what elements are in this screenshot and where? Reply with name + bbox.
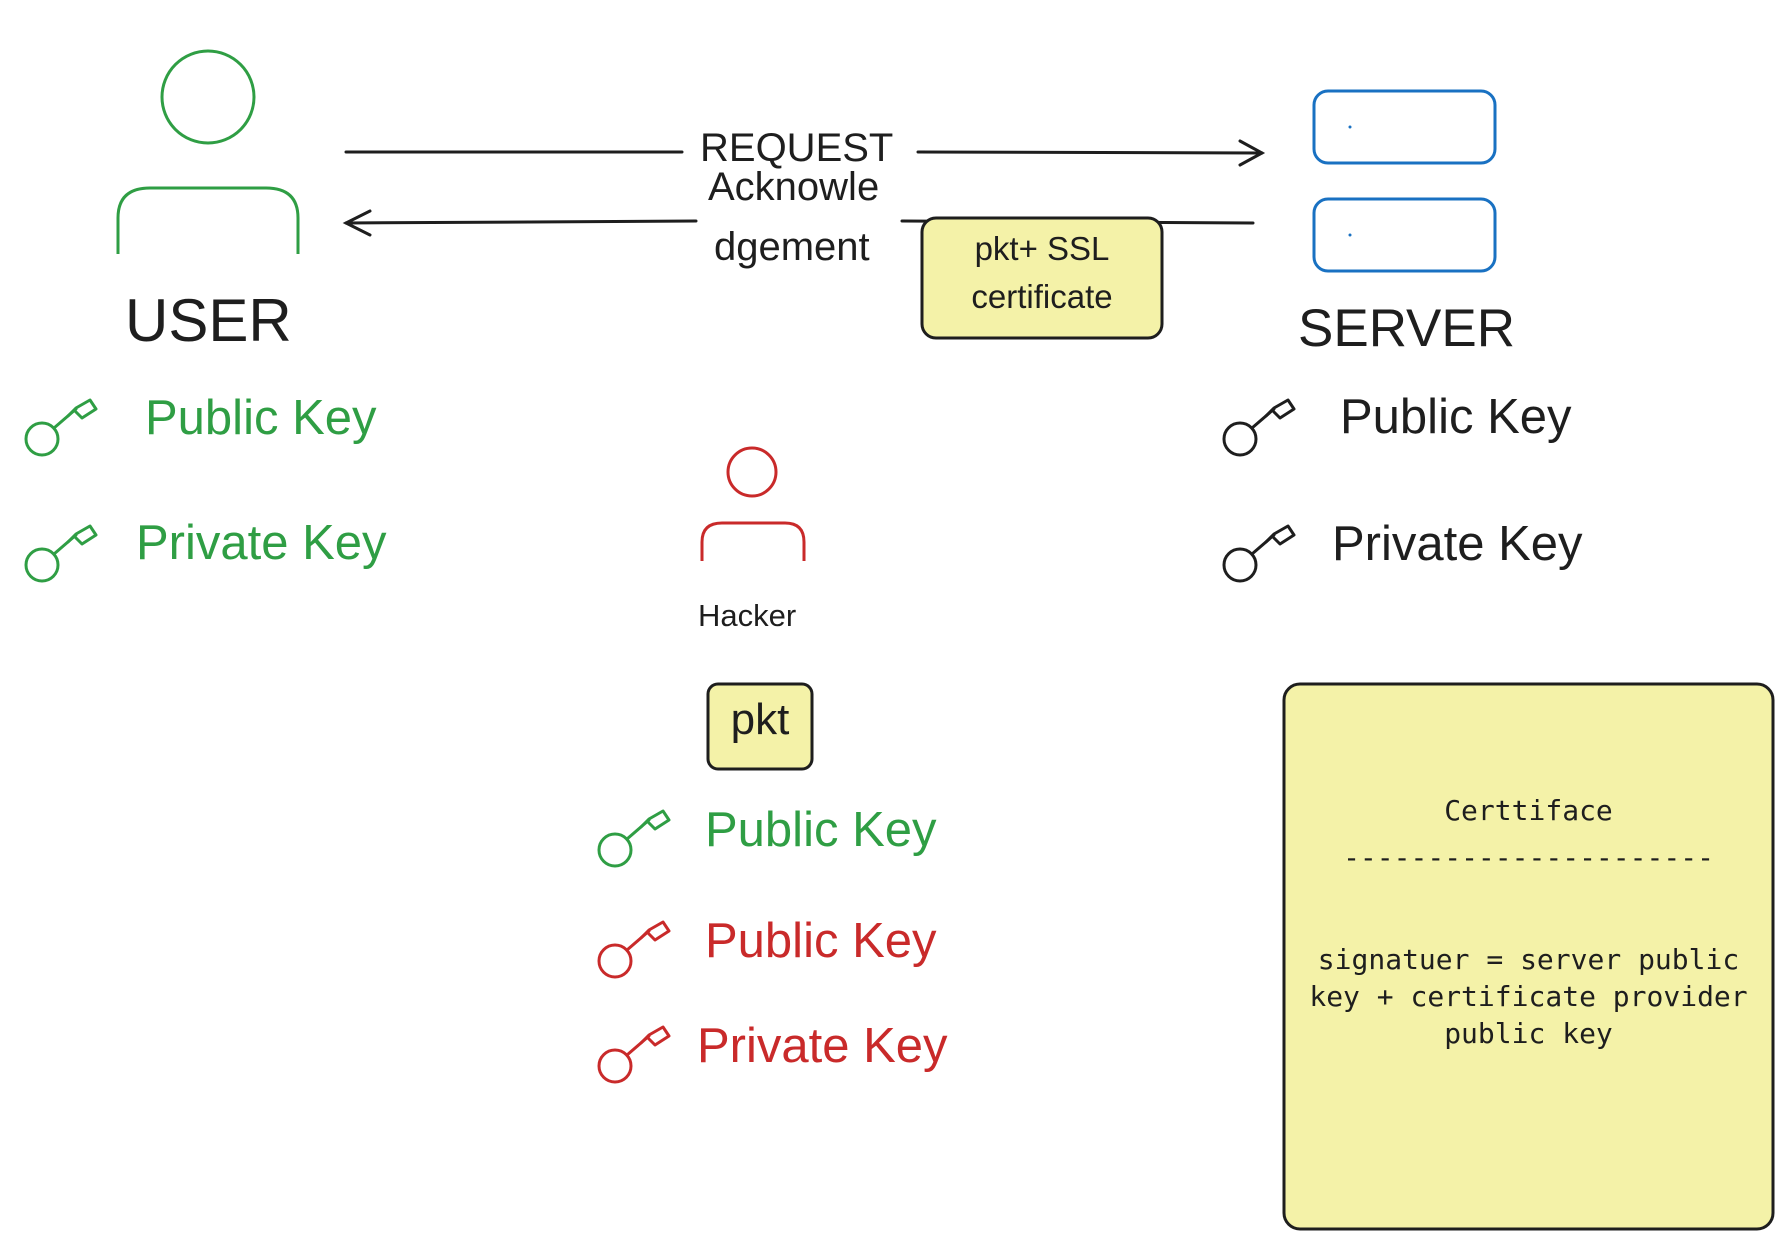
hacker-packet-label: pkt	[730, 695, 790, 744]
user-label: USER	[125, 287, 292, 354]
server-private-key-icon	[1222, 524, 1296, 583]
server-label: SERVER	[1298, 299, 1515, 358]
user-actor-icon	[116, 49, 300, 254]
user-public-key-icon	[24, 398, 98, 457]
certificate-divider: ----------------------	[1343, 841, 1714, 874]
certificate-body-line1: signatuer = server public	[1317, 943, 1740, 976]
certificate-body-line2: key + certificate provider	[1309, 980, 1748, 1013]
hacker-private-key-red-icon	[597, 1025, 671, 1084]
user-private-key-icon	[24, 524, 98, 583]
certificate-body-line3: public key	[1444, 1017, 1613, 1050]
ack-label-line1: Acknowle	[708, 165, 880, 209]
request-arrow	[344, 139, 1266, 167]
certificate-title: Certtiface	[1444, 794, 1613, 827]
hacker-public-key-green-label: Public Key	[705, 803, 937, 857]
hacker-private-key-red-label: Private Key	[697, 1019, 948, 1073]
server-box-bottom	[1312, 197, 1497, 273]
server-box-top	[1312, 89, 1497, 165]
server-public-key-label: Public Key	[1340, 390, 1572, 444]
hacker-public-key-red-label: Public Key	[705, 914, 937, 968]
hacker-packet-box	[706, 682, 814, 771]
ack-label-line2: dgement	[714, 225, 870, 269]
hacker-actor-icon	[700, 446, 806, 561]
hacker-public-key-red-icon	[597, 920, 671, 979]
hacker-label: Hacker	[698, 598, 797, 633]
user-public-key-label: Public Key	[145, 391, 377, 445]
server-public-key-icon	[1222, 398, 1296, 457]
hacker-public-key-green-icon	[597, 809, 671, 868]
request-label: REQUEST	[700, 126, 894, 170]
packet-note-box	[920, 216, 1164, 340]
packet-note-line2: certificate	[971, 278, 1113, 315]
user-private-key-label: Private Key	[136, 516, 387, 570]
server-private-key-label: Private Key	[1332, 517, 1583, 571]
certificate-note-box	[1282, 682, 1775, 1231]
packet-note-line1: pkt+ SSL	[974, 230, 1110, 267]
